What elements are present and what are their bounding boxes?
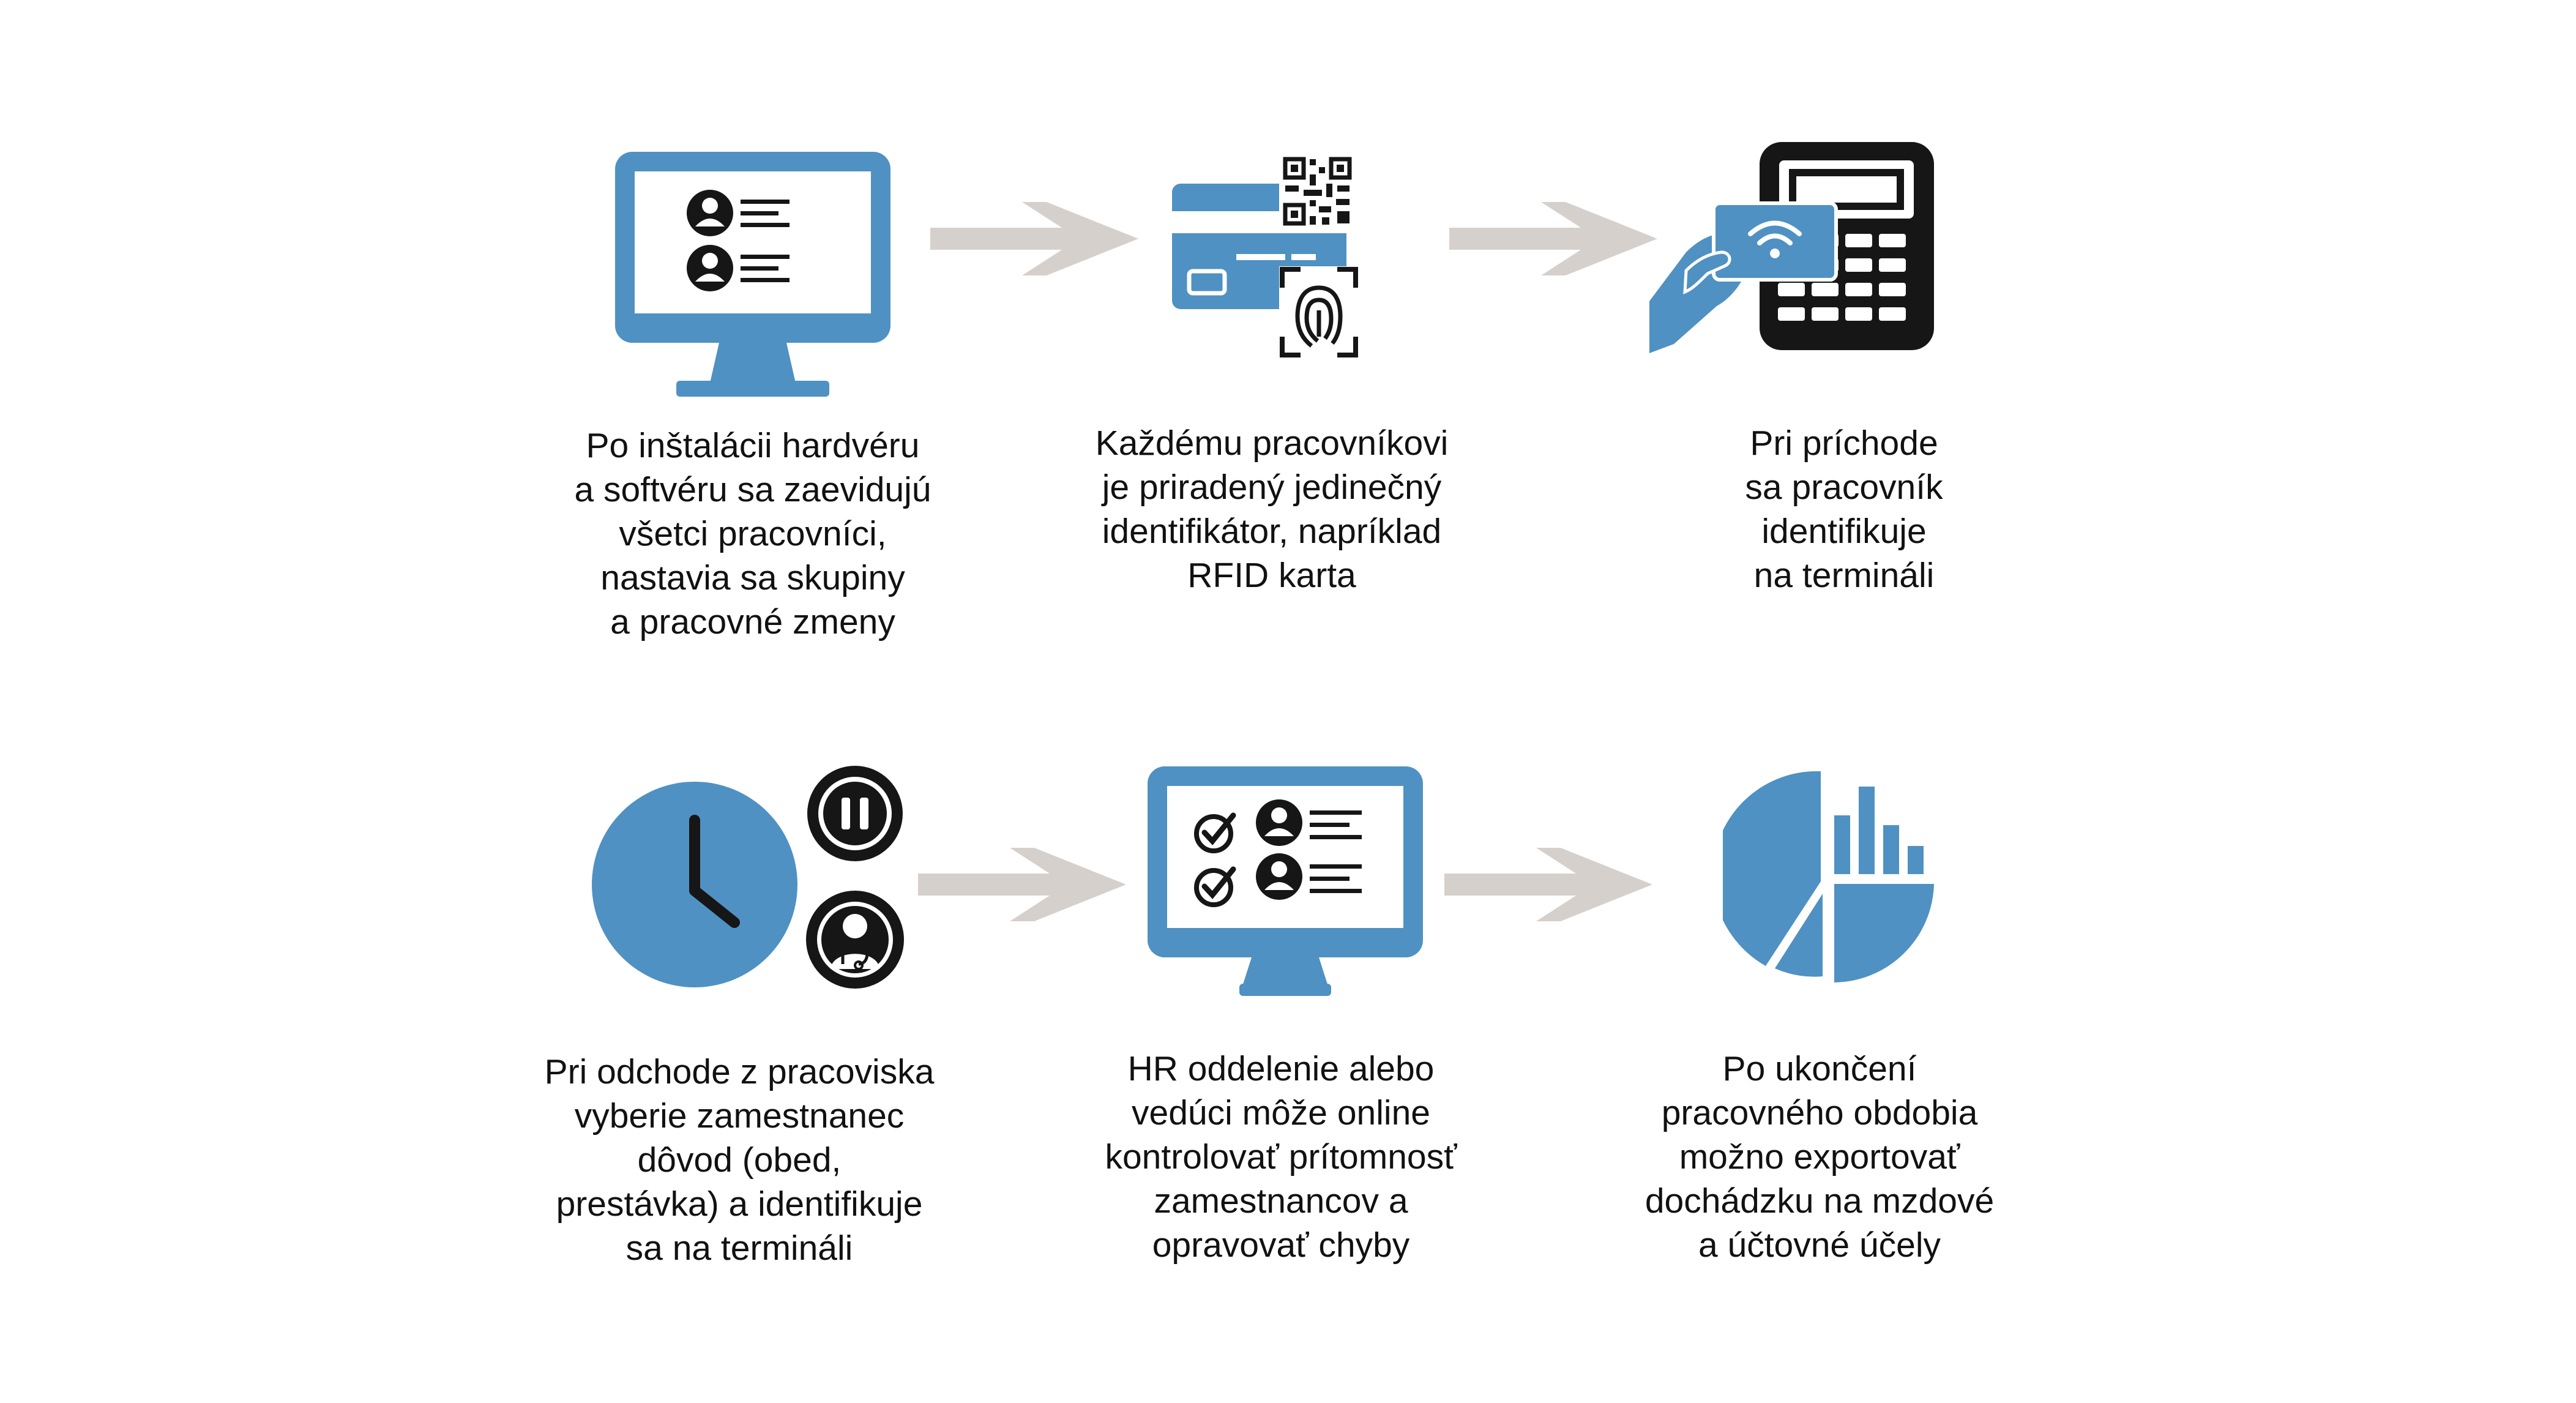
step-6-caption: Po ukončení pracovného obdobia možno exp…	[1645, 1049, 1995, 1265]
arrow-right-icon	[1449, 202, 1657, 275]
id-card-qr-fingerprint-icon	[1172, 156, 1359, 358]
arrow-right-icon	[1444, 848, 1652, 921]
pie-bar-chart-icon	[1723, 771, 1934, 982]
terminal-rfid-tap-icon	[1649, 142, 1934, 353]
monitor-users-icon	[615, 152, 890, 397]
monitor-checklist-icon	[1148, 766, 1423, 996]
step-2-caption: Každému pracovníkovi je priradený jedine…	[1095, 424, 1449, 595]
arrow-right-icon	[930, 202, 1138, 275]
step-1-caption: Po inštalácii hardvéru a softvéru sa zae…	[574, 426, 931, 642]
step-3-caption: Pri príchode sa pracovník identifikuje n…	[1745, 424, 1943, 595]
step-4-caption: Pri odchode z pracoviska vyberie zamestn…	[544, 1052, 935, 1268]
clock-pause-doctor-icon	[592, 766, 904, 989]
step-5-caption: HR oddelenie alebo vedúci môže online ko…	[1105, 1049, 1457, 1265]
arrow-right-icon	[918, 848, 1126, 921]
